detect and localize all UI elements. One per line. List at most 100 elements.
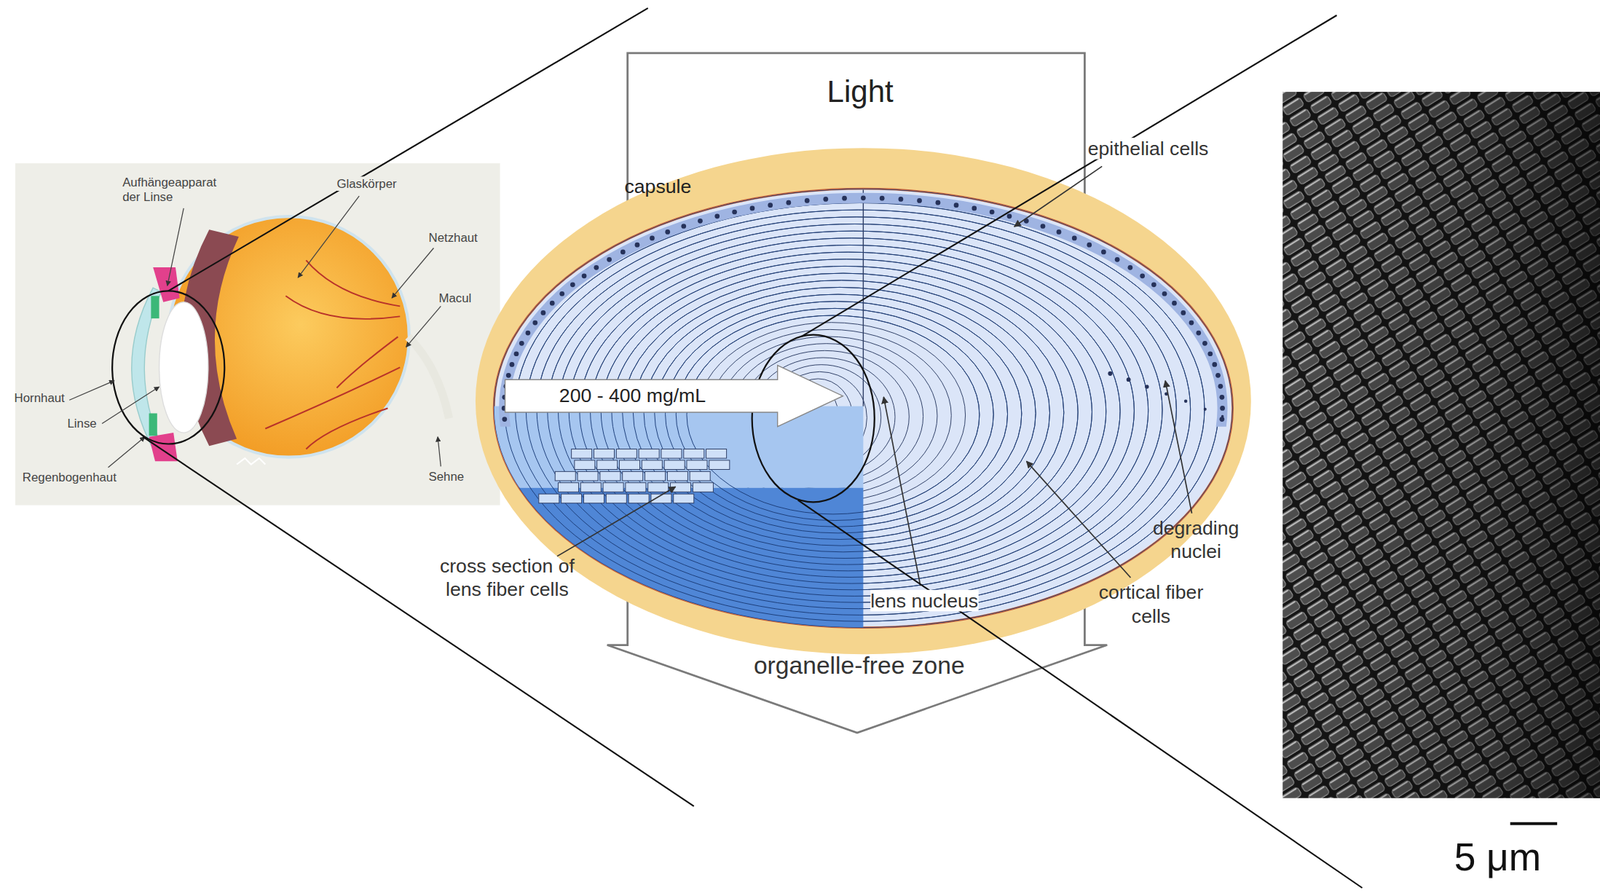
fiber-cross-section xyxy=(641,460,662,470)
lens-illustration xyxy=(475,147,1252,654)
fiber-cross-section xyxy=(683,449,705,459)
epithelial-nucleus xyxy=(879,195,885,202)
zoom-ellipse xyxy=(112,290,225,444)
part-label: Hornhaut xyxy=(14,391,65,406)
epithelial-nucleus xyxy=(1007,213,1013,219)
epithelial-nucleus xyxy=(1056,229,1062,235)
label-anchor: Glaskörper xyxy=(336,176,397,191)
label-anchor: Macul xyxy=(438,290,472,306)
label-anchor: 5 μm xyxy=(1454,834,1542,882)
epithelial-nucleus xyxy=(1215,372,1221,378)
fiber-cross-section xyxy=(686,460,708,470)
fiber-cross-section xyxy=(619,460,640,470)
degrading-nucleus xyxy=(1107,371,1113,376)
fiber-cross-section xyxy=(571,449,593,459)
sem-micrograph xyxy=(1282,91,1600,799)
epithelial-nucleus xyxy=(664,229,671,235)
fiber-cross-section xyxy=(673,493,695,504)
epithelial-nucleus xyxy=(804,198,810,204)
part-label: degrading nuclei xyxy=(1152,517,1239,562)
epithelial-nucleus xyxy=(532,320,538,326)
fiber-cross-section xyxy=(667,471,688,481)
epithelial-nucleus xyxy=(1171,300,1177,306)
fiber-cross-section xyxy=(689,471,711,481)
epithelial-nucleus xyxy=(635,242,641,248)
fiber-cross-section xyxy=(645,471,666,481)
fiber-cross-section xyxy=(554,471,576,481)
epithelial-nucleus xyxy=(898,196,904,202)
part-label: cortical fiber cells xyxy=(1098,581,1204,627)
fiber-cross-section xyxy=(628,493,649,504)
label-anchor: capsule xyxy=(624,175,692,199)
epithelial-nucleus xyxy=(1207,351,1213,357)
fiber-cross-section xyxy=(561,493,582,504)
label-anchor: cross section of lens fiber cells xyxy=(430,554,584,602)
epithelial-nucleus xyxy=(1195,330,1201,336)
fiber-cross-section xyxy=(664,460,685,470)
zoom-lines xyxy=(798,15,1363,888)
epithelial-nucleus xyxy=(620,249,626,255)
label-anchor: Regenbogenhaut xyxy=(22,470,117,486)
scale-bar xyxy=(1510,822,1558,826)
epithelial-nucleus xyxy=(581,273,587,279)
epithelial-nucleus xyxy=(822,196,829,202)
fiber-cross-section xyxy=(580,482,601,493)
epithelial-nucleus xyxy=(514,351,520,357)
fiber-cross-section xyxy=(706,449,727,459)
fiber-cross-section xyxy=(603,482,624,493)
part-label: Linse xyxy=(67,416,97,432)
label-anchor: Linse xyxy=(67,416,97,432)
epithelial-nucleus xyxy=(971,206,977,212)
part-label: epithelial cells xyxy=(1088,137,1209,159)
part-label: Sehne xyxy=(428,469,464,485)
degrading-nucleus xyxy=(1144,384,1149,389)
fiber-ring xyxy=(643,286,1036,539)
epithelial-nucleus xyxy=(1101,249,1107,255)
epithelial-nucleus xyxy=(750,206,756,212)
nucleus-outline xyxy=(752,335,875,503)
epithelial-nucleus xyxy=(785,200,791,206)
epithelial-nucleus xyxy=(506,372,512,378)
fiber-cross-section xyxy=(597,460,618,470)
epithelial-nucleus xyxy=(1072,235,1078,242)
epithelial-nucleus xyxy=(501,416,507,422)
part-label: Light xyxy=(827,74,894,108)
epithelial-nucleus xyxy=(570,281,576,287)
epithelial-nucleus xyxy=(1114,257,1121,263)
epithelial-nucleus xyxy=(767,202,773,208)
fiber-cross-section xyxy=(638,449,660,459)
fiber-cross-section xyxy=(538,493,560,504)
fiber-cross-section xyxy=(600,471,621,481)
epithelial-nucleus xyxy=(1219,394,1225,400)
label-anchor: Hornhaut xyxy=(14,391,65,406)
epithelial-nucleus xyxy=(1202,340,1208,346)
part-label: Glaskörper xyxy=(336,176,397,191)
degrading-nucleus xyxy=(1126,377,1131,382)
concentration-arrow xyxy=(505,365,844,427)
epithelial-nucleus xyxy=(549,300,555,306)
epithelial-nucleus xyxy=(1139,273,1145,279)
part-label: cross section of lens fiber cells xyxy=(439,554,575,600)
epithelial-nucleus xyxy=(989,209,995,215)
label-anchor: Aufhängeapparat der Linse xyxy=(122,175,230,205)
degrading-nucleus xyxy=(1184,399,1188,403)
epithelial-nucleus xyxy=(1040,223,1046,229)
label-anchor: organelle-free zone xyxy=(696,651,1023,681)
lens-leader-lines xyxy=(557,166,1193,586)
epithelial-nucleus xyxy=(714,213,720,219)
epithelial-nucleus xyxy=(1189,320,1195,326)
fiber-cross-section xyxy=(583,493,604,504)
fiber-cross-section xyxy=(616,449,637,459)
degrading-nucleus xyxy=(1221,415,1225,419)
label-anchor: degrading nuclei xyxy=(1144,517,1247,564)
epithelial-nucleus xyxy=(935,200,941,206)
fiber-cross-section xyxy=(709,460,730,470)
fiber-cross-section xyxy=(622,471,644,481)
fiber-cross-section xyxy=(692,482,713,493)
fiber-cross-section xyxy=(593,449,614,459)
epithelial-nucleus xyxy=(541,310,547,316)
eye-illustration xyxy=(15,163,501,505)
label-anchor: Sehne xyxy=(428,469,464,485)
